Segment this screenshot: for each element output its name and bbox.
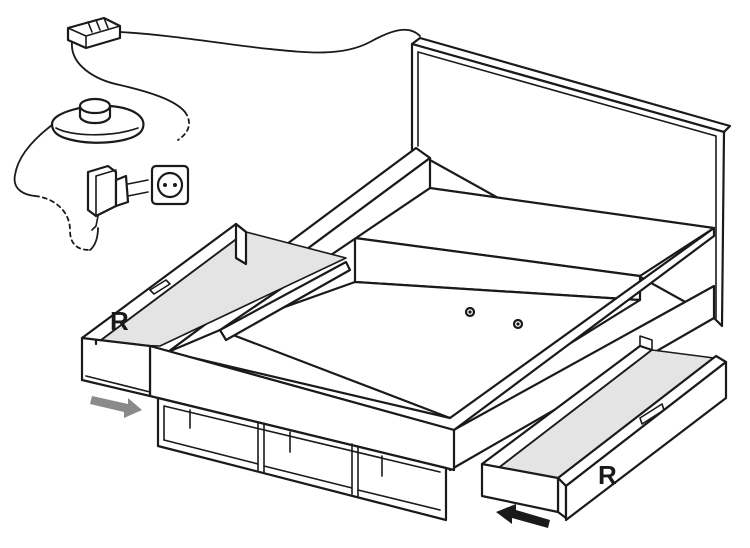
insert-arrow-icon: [90, 396, 142, 418]
power-adapter-icon: [86, 164, 149, 231]
wall-socket-icon: [150, 164, 190, 206]
drawer-left: [80, 222, 347, 398]
foot-switch-icon: [50, 97, 145, 144]
drawer-right: [480, 335, 728, 522]
insert-arrow-icon: [496, 504, 550, 528]
drawer-left-label: R: [110, 306, 129, 336]
power-cable: [13, 28, 421, 251]
led-strip-connector-icon: [66, 16, 122, 50]
drawer-right-label: R: [598, 460, 617, 490]
storage-base: [156, 396, 448, 522]
